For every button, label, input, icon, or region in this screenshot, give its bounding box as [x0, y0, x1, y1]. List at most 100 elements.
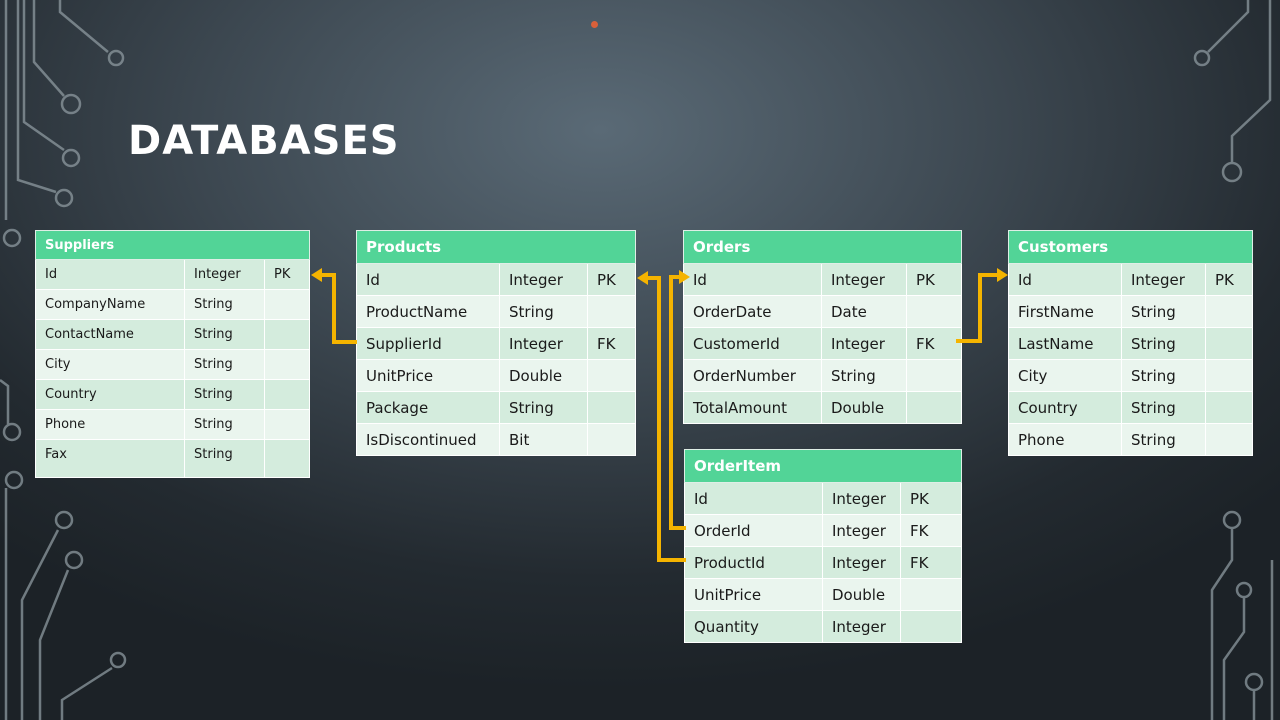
field-type-cell: String [1121, 327, 1206, 360]
field-type-cell: String [184, 319, 265, 350]
field-type-cell: String [184, 409, 265, 440]
field-type-cell: String [1121, 359, 1206, 392]
key-cell [905, 359, 963, 392]
field-type-cell: String [184, 379, 265, 410]
field-type-cell: Integer [499, 263, 588, 296]
field-name-cell: OrderId [684, 514, 823, 547]
key-cell: PK [899, 482, 963, 515]
field-type-cell: String [499, 295, 588, 328]
key-cell: FK [899, 514, 963, 547]
field-type-cell: Integer [822, 546, 901, 579]
slide-title: DATABASES [128, 118, 400, 164]
field-name-cell: City [35, 349, 185, 380]
field-type-cell: Integer [822, 514, 901, 547]
field-name-cell: OrderDate [683, 295, 822, 328]
field-name-cell: Id [683, 263, 822, 296]
key-cell [1204, 295, 1254, 328]
field-name-cell: Country [1008, 391, 1122, 424]
field-name-cell: Phone [1008, 423, 1122, 456]
field-type-cell: Double [821, 391, 907, 424]
table-header-suppliers: Suppliers [34, 230, 311, 260]
key-cell: FK [586, 327, 637, 360]
key-cell [263, 349, 311, 380]
field-name-cell: ProductId [684, 546, 823, 579]
field-type-cell: Double [822, 578, 901, 611]
key-cell: PK [263, 259, 311, 290]
key-cell [905, 391, 963, 424]
key-cell [899, 578, 963, 611]
key-cell [586, 391, 637, 424]
key-cell: PK [1204, 263, 1254, 296]
field-name-cell: Id [1008, 263, 1122, 296]
field-name-cell: Fax [35, 439, 185, 478]
field-type-cell: Integer [822, 482, 901, 515]
field-name-cell: UnitPrice [356, 359, 500, 392]
key-cell [1204, 423, 1254, 456]
key-cell [1204, 327, 1254, 360]
field-type-cell: String [1121, 391, 1206, 424]
key-cell [263, 289, 311, 320]
accent-dot [591, 21, 598, 28]
field-type-cell: String [184, 349, 265, 380]
field-type-cell: Integer [1121, 263, 1206, 296]
field-name-cell: UnitPrice [684, 578, 823, 611]
field-name-cell: Package [356, 391, 500, 424]
key-cell: FK [899, 546, 963, 579]
field-name-cell: Quantity [684, 610, 823, 643]
field-name-cell: LastName [1008, 327, 1122, 360]
key-cell [263, 319, 311, 350]
field-name-cell: Id [356, 263, 500, 296]
field-type-cell: Date [821, 295, 907, 328]
field-name-cell: CompanyName [35, 289, 185, 320]
field-name-cell: Country [35, 379, 185, 410]
field-name-cell: Phone [35, 409, 185, 440]
key-cell [1204, 359, 1254, 392]
key-cell [586, 295, 637, 328]
field-type-cell: Bit [499, 423, 588, 456]
field-type-cell: String [1121, 423, 1206, 456]
field-type-cell: String [821, 359, 907, 392]
key-cell [586, 423, 637, 456]
key-cell [263, 409, 311, 440]
field-type-cell: String [184, 439, 265, 478]
field-type-cell: String [184, 289, 265, 320]
field-type-cell: Integer [499, 327, 588, 360]
field-name-cell: OrderNumber [683, 359, 822, 392]
key-cell: PK [586, 263, 637, 296]
field-name-cell: Id [35, 259, 185, 290]
key-cell [905, 295, 963, 328]
key-cell [263, 439, 311, 478]
field-name-cell: ContactName [35, 319, 185, 350]
key-cell [899, 610, 963, 643]
table-header-orderitem: OrderItem [683, 449, 963, 483]
field-name-cell: Id [684, 482, 823, 515]
